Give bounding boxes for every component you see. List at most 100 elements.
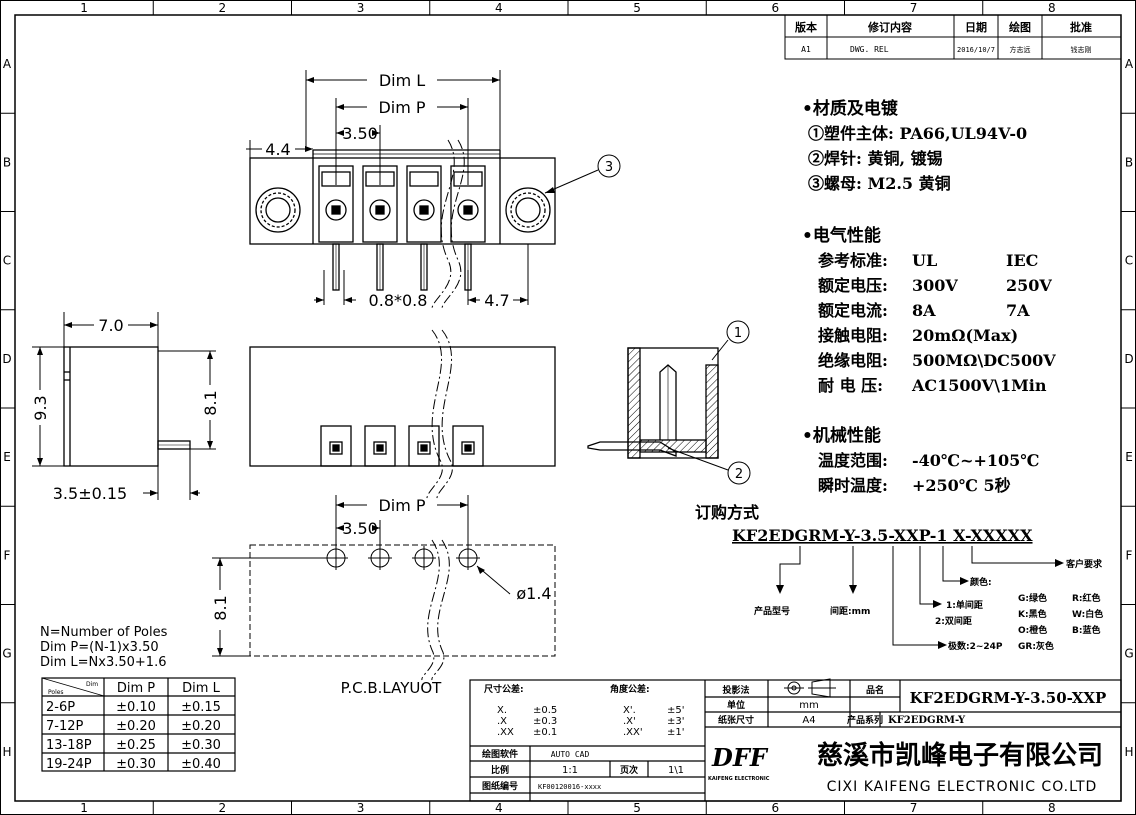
logo-subtitle: KAIFENG ELECTRONIC <box>708 776 770 782</box>
border-row-left: A <box>3 57 12 71</box>
mechanical-title: •机械性能 <box>802 425 881 446</box>
border-col-top: 3 <box>357 1 365 15</box>
revision-header: 版本 修订内容 日期 绘图 批准 A1 DWG. REL 2016/10/7 方… <box>795 20 1092 54</box>
top-pin-core <box>332 444 340 452</box>
dim-p-label: Dim P <box>378 98 425 117</box>
materials-title: •材质及电镀 <box>802 98 899 119</box>
border-row-right: C <box>1125 254 1133 268</box>
side-height-2-label: 8.1 <box>201 390 220 415</box>
terminal-pin-circle <box>457 199 479 221</box>
break-lines-mid <box>426 329 453 501</box>
mech-peak-label: 瞬时温度: <box>818 476 888 495</box>
color-g: G:绿色 <box>1018 592 1047 604</box>
color-b: B:蓝色 <box>1072 624 1100 636</box>
projection-symbol-icon <box>784 678 836 698</box>
border-row-right: B <box>1125 155 1133 169</box>
top-pin <box>373 441 387 455</box>
angle-tol-value: ±1' <box>667 727 685 738</box>
tol-h-dim-p: Dim P <box>117 681 155 696</box>
drawing-no-label: 图纸编号 <box>482 780 518 792</box>
elec-label: 额定电压: <box>818 276 888 295</box>
rev-h-drawn: 绘图 <box>1009 20 1031 34</box>
mech-temp-value: -40℃~+105℃ <box>912 451 1039 470</box>
rev-h-version: 版本 <box>795 20 817 34</box>
tol-poles: 13-18P <box>46 738 92 753</box>
pole-notes: N=Number of Poles Dim P=(N-1)x3.50 Dim L… <box>40 625 168 670</box>
rev-h-approved: 批准 <box>1070 20 1092 34</box>
ordering-option-1: 1:单间距 <box>946 599 983 611</box>
side-dim-labels: 7.0 9.3 8.1 3.5±0.15 <box>31 316 220 503</box>
side-width-label: 7.0 <box>98 316 123 335</box>
revision-table <box>784 14 1122 60</box>
pin-size-label: 0.8*0.8 <box>369 291 428 310</box>
top-pin-core <box>464 444 472 452</box>
company-name-en: CIXI KAIFENG ELECTRONIC CO.LTD <box>827 779 1098 795</box>
tol-poles: 7-12P <box>46 719 84 734</box>
top-cell <box>364 425 396 467</box>
front-view <box>249 149 556 291</box>
mech-temp-label: 温度范围: <box>817 451 888 470</box>
tolerance-table: Dim Poles Dim P Dim L 2-6P±0.10±0.157-12… <box>41 677 236 772</box>
callout-3: 3 <box>605 160 613 175</box>
angle-tol-label: 角度公差: <box>610 683 650 695</box>
border-row-right: F <box>1126 548 1133 562</box>
border-row-left: F <box>4 548 11 562</box>
ordering-pins: 极数:2~24P <box>948 640 1003 652</box>
size-tol-key: .X <box>497 716 507 727</box>
note-3: Dim L=Nx3.50+1.6 <box>40 655 166 670</box>
tol-dim-l: ±0.15 <box>181 700 221 715</box>
border-col-bottom: 5 <box>633 801 641 815</box>
border-row-left: G <box>2 647 11 661</box>
top-view <box>249 346 556 467</box>
elec-value-iec: 7A <box>1006 301 1030 320</box>
pcb-height-label: 8.1 <box>211 595 230 620</box>
angle-tol-key: .X' <box>623 716 636 727</box>
page-label: 页次 <box>620 764 638 776</box>
border-col-top: 4 <box>495 1 503 15</box>
elec-label: 绝缘电阻: <box>818 351 888 370</box>
elec-label: 耐 电 压: <box>818 376 883 395</box>
elec-value: UL <box>912 251 937 270</box>
top-pin <box>329 441 343 455</box>
tol-poles: 2-6P <box>46 700 75 715</box>
size-tol-key: X. <box>497 705 507 716</box>
tol-h-dim-l: Dim L <box>182 681 220 696</box>
ordering: 订购方式 KF2EDGRM-Y-3.5-XXP-1 X-XXXXX 客户要求 产… <box>695 503 1103 652</box>
tol-dim-p: ±0.25 <box>116 738 156 753</box>
size-tol-value: ±0.1 <box>533 727 557 738</box>
ordering-color-title: 颜色: <box>970 576 992 588</box>
border-row-right: H <box>1124 745 1133 759</box>
front-dims <box>246 70 621 305</box>
tol-dim-p: ±0.20 <box>116 719 156 734</box>
terminal-pin-square <box>375 205 385 215</box>
border-row-left: H <box>2 745 11 759</box>
front-dim-labels: Dim L Dim P 3.50 4.4 0.8*0.8 4.7 3 <box>265 71 613 310</box>
color-k: K:黑色 <box>1018 608 1047 620</box>
ordering-pitch: 间距:mm <box>830 605 870 617</box>
size-tol-key: .XX <box>497 727 514 738</box>
border-row-left: E <box>3 450 11 464</box>
rev-approved: 钱志刚 <box>1071 45 1092 54</box>
border-row-left: D <box>2 352 11 366</box>
side-pin-label: 3.5±0.15 <box>53 484 127 503</box>
callout-1: 1 <box>734 326 742 341</box>
border-col-bottom: 3 <box>357 801 365 815</box>
elec-label: 额定电流: <box>818 301 888 320</box>
side-view <box>32 312 216 500</box>
section-view <box>587 320 751 485</box>
top-pin <box>417 441 431 455</box>
tol-corner-bottom: Poles <box>48 689 64 696</box>
materials-line-3: ③螺母: M2.5 黄铜 <box>808 174 951 193</box>
tol-dim-l: ±0.30 <box>181 738 221 753</box>
terminal-pin-circle <box>369 199 391 221</box>
tol-poles: 19-24P <box>46 757 92 772</box>
ordering-customer: 客户要求 <box>1065 558 1103 570</box>
mech-peak-value: +250℃ 5秒 <box>912 476 1011 495</box>
software-value: AUTO CAD <box>551 750 590 759</box>
elec-value: 20mΩ(Max) <box>912 326 1018 345</box>
callout-2: 2 <box>735 467 743 482</box>
elec-value-iec: 250V <box>1006 276 1052 295</box>
tol-dim-l: ±0.20 <box>181 719 221 734</box>
